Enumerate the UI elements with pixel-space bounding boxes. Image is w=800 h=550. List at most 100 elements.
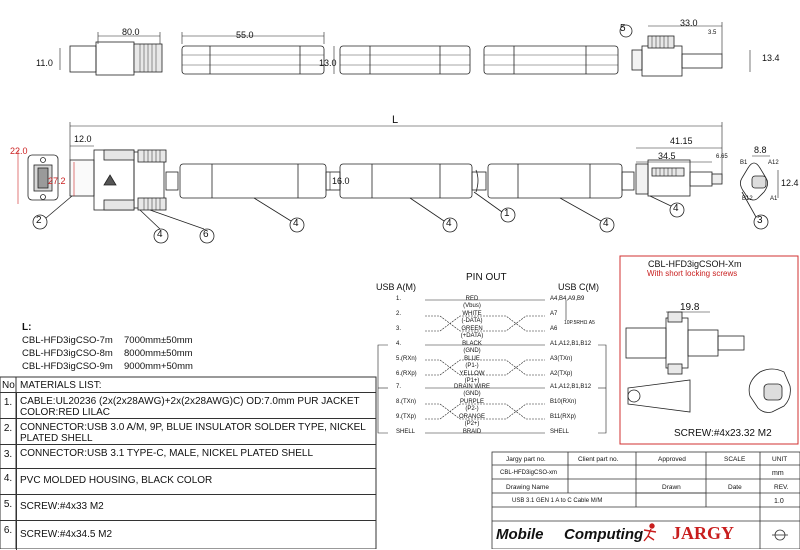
length-part-2: CBL-HFD3igCSO-8m [22,348,113,359]
dim-41-15-label: 41.15 [670,136,693,146]
pin-left-label: 8.(TXn) [396,399,417,405]
pin-left-label: 1. [396,296,402,302]
pin-wire-color: YELLOW [459,371,485,377]
material-no: 3. [0,445,17,469]
pin-b12-label: B12 [742,196,753,202]
dim-12-4-label: 12.4 [781,178,799,188]
callout-4c-circle [442,217,458,233]
top-view-usb-a-connector [69,41,163,76]
pin-wire-signal: (-DATA) [461,318,483,324]
dim-L-label: L [392,114,399,126]
material-desc: CONNECTOR:USB 3.1 TYPE-C, MALE, NICKEL P… [20,448,314,459]
tb-client-part-label: Client part no. [578,456,619,463]
callout-2-circle [32,214,48,230]
pin-right-label: SHELL [550,429,570,435]
pin-right-label: A7 [550,311,558,317]
pin-wire-color: ORANGE [458,414,486,420]
callout-4-c: 4 [446,218,452,229]
top-view-housing-a [181,45,325,75]
callout-4-circle [153,228,169,244]
inset-subtitle: With short locking screws [647,269,738,278]
usb-c-side-view [635,159,723,197]
pin-right-label: B11(RXp) [550,414,576,420]
length-part-3: CBL-HFD3igCSO-9m [22,361,113,372]
pin-right-label: A6 [550,326,558,332]
pinout-wires [377,299,607,434]
pin-right-label: B10(RXn) [550,399,577,405]
tb-unit: mm [772,470,784,477]
pin-wire-signal: (+DATA) [460,333,484,339]
dim-8-8-label: 8.8 [754,145,767,155]
tb-drawn-label: Drawn [662,484,681,491]
top-view-housing-c [483,45,619,75]
logo-mark-icon [772,529,788,541]
material-row-5: 5. SCREW:#4x33 M2 [0,494,376,521]
callout-1: 1 [504,208,510,219]
dim-3-5-label: 3.5 [708,30,717,36]
material-no: 2. [0,419,17,445]
pin-wire-signal: (P1-) [465,363,479,369]
length-value-2: 8000mm±50mm [124,348,193,359]
dim-80 [97,32,161,44]
tb-drawing-name: USB 3.1 GEN 1 A to C Cable M/M [512,498,603,504]
top-view-housing-b [339,45,471,75]
length-value-1: 7000mm±50mm [124,335,193,346]
inset-border [619,255,799,445]
pin-wire-color: RED [465,296,479,302]
pin-wire-signal: (GND) [463,348,481,354]
pin-wire-signal: (P1+) [464,378,480,384]
dim-19-8-label: 19.8 [680,302,700,313]
pin-left-label: 9.(TXp) [396,414,417,420]
pin-wire-color: BLACK [462,341,482,347]
material-row-6: 6. SCREW:#4x34.5 M2 [0,520,376,550]
length-value-3: 9000mm+50mm [124,361,193,372]
dim-L [69,122,723,180]
dim-6-65-label: 6.65 [716,154,728,160]
pin-wire-signal: (P2+) [464,421,480,427]
dim-22-label: 22.0 [10,146,28,156]
pin-wire-signal: (Vbus) [463,303,481,309]
materials-col-no: No [2,380,15,391]
material-no: 5. [0,495,17,521]
callout-5: 5 [620,23,626,34]
pin-left-label: 2. [396,311,402,317]
tb-rev-label: REV. [774,484,789,491]
dim-13-4-label: 13.4 [762,53,780,63]
dim-11-label: 11.0 [36,58,53,68]
pinout-note: 10P.5RHΩ A5 [564,320,595,326]
dim-34-5-label: 34.5 [658,151,676,161]
callout-4e-circle [669,202,685,218]
usb-c-end-view [740,162,768,201]
pin-left-label: 7. [396,384,402,390]
cable-segment [165,163,635,199]
material-desc: SCREW:#4x34.5 M2 [20,529,113,540]
pin-a1-label: A1 [770,196,778,202]
pin-wire-color: WHITE [462,311,482,317]
dim-80-label: 80.0 [122,27,140,37]
materials-title: MATERIALS LIST: [20,380,102,391]
callout-4d-circle [599,217,615,233]
callout-3-circle [753,214,769,230]
pin-left-label: 4. [396,341,402,347]
usb-a-side-view [69,149,167,211]
brand-mobile: Mobile [496,526,544,543]
callout-6-circle [199,228,215,244]
material-no: 4. [0,469,17,495]
pin-right-label: A1,A12,B1,B12 [550,341,592,347]
pinout-left-header: USB A(M) [376,282,417,292]
material-row-3: 3. CONNECTOR:USB 3.1 TYPE-C, MALE, NICKE… [0,444,376,469]
callout-4-d: 4 [603,218,609,229]
material-row-1: 1. CABLE:UL20236 (2x(2x28AWG)+2x(2x28AWG… [0,392,376,419]
pin-wire-color: DRAIN WIRE [454,384,490,390]
dim-13-label: 13.0 [319,58,337,68]
callout-2: 2 [36,215,42,226]
tb-rev: 1.0 [774,498,784,505]
pin-left-label: 6.(RXp) [396,371,417,377]
brand-figure-icon [643,523,657,542]
pin-b1-label: B1 [740,160,748,166]
tb-part-no: CBL-HFD3igCSO-xm [500,470,558,476]
callout-4-b: 4 [293,218,299,229]
pin-wire-signal: (P2-) [465,406,479,412]
callout-4b-circle [289,217,305,233]
